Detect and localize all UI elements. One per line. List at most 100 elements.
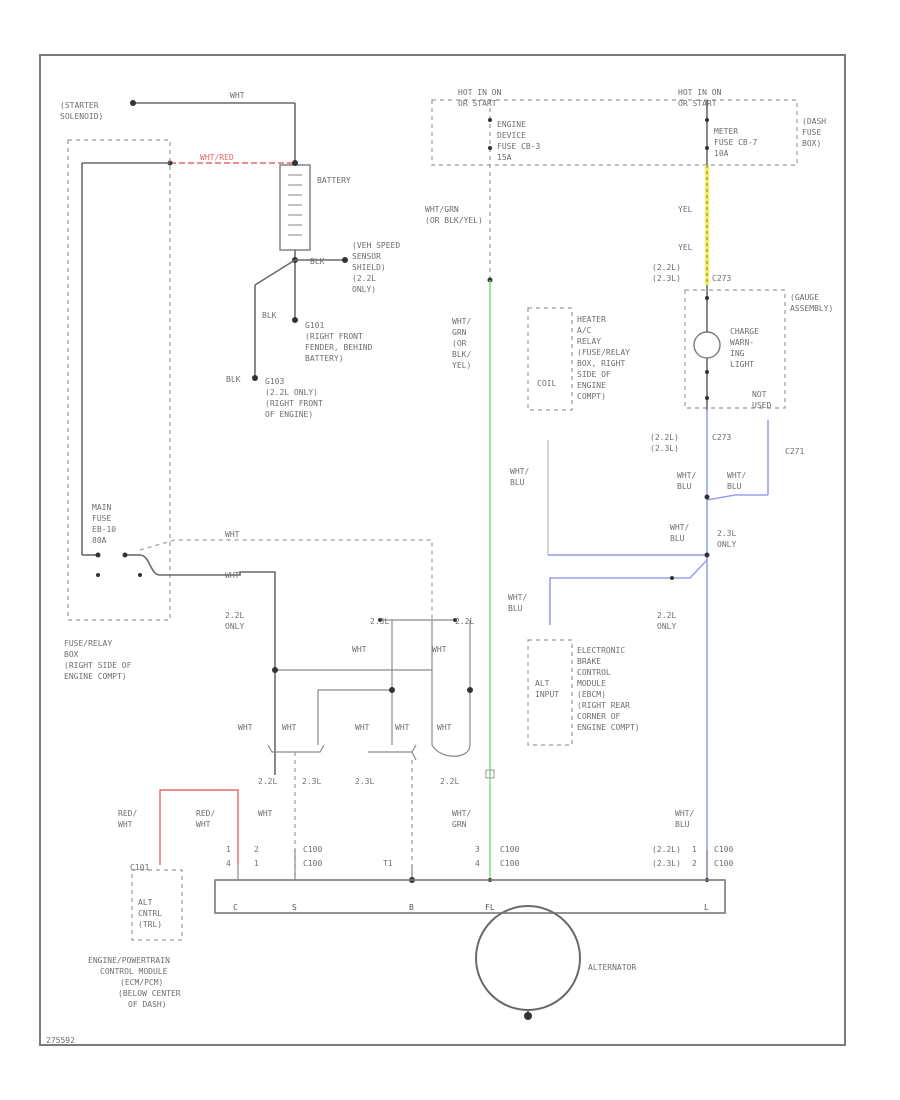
hot-in-on-left-2: OR START (458, 99, 497, 108)
l22-only-b: 2.2L (657, 611, 676, 620)
alt-input-label: ALT (535, 679, 550, 688)
ebcm-label: ELECTRONIC (577, 646, 625, 655)
heater-relay-label-6: SIDE OF (577, 370, 611, 379)
ecm-module (131, 789, 239, 941)
wht-grn-blk-label: WHT/ (452, 317, 471, 326)
ecm-label: ENGINE/POWERTRAIN (88, 956, 170, 965)
wht-blu-f-2: BLU (675, 820, 690, 829)
wht-grn-blk-label-3: (OR (452, 339, 467, 348)
wht-row-5: WHT (437, 723, 452, 732)
g103-label-3: (RIGHT FRONT (265, 399, 323, 408)
veh-speed-sensor-label: (VEH SPEED (352, 241, 400, 250)
wht-blu-b: WHT/ (677, 471, 696, 480)
l22-d-label: 2.2L (258, 777, 277, 786)
alt-ctrl-label-3: (TRL) (138, 920, 162, 929)
fuse-relay-box-label: FUSE/RELAY (64, 639, 112, 648)
engine-device-fuse-2: DEVICE (497, 131, 526, 140)
l22-only-b-2: ONLY (657, 622, 676, 631)
wht-row-1: WHT (238, 723, 253, 732)
l22-a-label: (2.2L) (652, 263, 681, 272)
c100-d: C100 (500, 859, 519, 868)
wht-blu-d-2: BLU (670, 534, 685, 543)
charge-warn-label: CHARGE (730, 327, 759, 336)
ebcm-label-7: CORNER OF (577, 712, 621, 721)
coil-label: COIL (537, 379, 556, 388)
battery-symbol (279, 164, 311, 251)
ebcm-label-8: ENGINE COMPT) (577, 723, 640, 732)
l23-f-label: (2.3L) (652, 859, 681, 868)
wht-blu-c-2: BLU (727, 482, 742, 491)
pin-4: 4 (475, 859, 480, 868)
g101-label-4: BATTERY) (305, 354, 344, 363)
veh-speed-sensor-label-3: SHIELD) (352, 263, 386, 272)
wht-grn-b-2: GRN (452, 820, 467, 829)
heater-relay-label-8: COMPT) (577, 392, 606, 401)
ebcm-label-6: (RIGHT REAR (577, 701, 630, 710)
wht-red-label: WHT/RED (200, 153, 234, 162)
dash-fuse-box (431, 99, 798, 285)
ebcm-module (527, 639, 573, 746)
wht-grn-blk-label-4: BLK/ (452, 350, 471, 359)
wht-grn-label: WHT/GRN (425, 205, 459, 214)
ebcm-label-5: (EBCM) (577, 690, 606, 699)
terminal-l: L (704, 903, 709, 912)
l22-only-a-label-2: ONLY (225, 622, 244, 631)
l22-c-label: 2.2L (455, 617, 474, 626)
g103-label-4: OF ENGINE) (265, 410, 313, 419)
c100-a: C100 (303, 845, 322, 854)
pin-1c: 1 (226, 845, 231, 854)
starter-solenoid-label: (STARTER (60, 101, 99, 110)
fuse-relay-box-label-3: (RIGHT SIDE OF (64, 661, 132, 670)
wht-blu-f: WHT/ (675, 809, 694, 818)
red-wht-b: RED/ (196, 809, 215, 818)
c101-label: C101 (130, 863, 149, 872)
heater-relay-label-5: BOX, RIGHT (577, 359, 625, 368)
wht-blu-d: WHT/ (670, 523, 689, 532)
battery-label: BATTERY (317, 176, 351, 185)
ebcm-label-4: MODULE (577, 679, 606, 688)
wht-blu-b-2: BLU (677, 482, 692, 491)
c100-f: C100 (714, 859, 733, 868)
engine-device-fuse-4: 15A (497, 153, 512, 162)
blk-short-label: BLK (310, 257, 325, 266)
ebcm-label-3: CONTROL (577, 668, 611, 677)
l22-f-label: (2.2L) (652, 845, 681, 854)
red-wht-a: RED/ (118, 809, 137, 818)
alt-input-label-2: INPUT (535, 690, 559, 699)
wht-row-4: WHT (395, 723, 410, 732)
starter-solenoid-label-2: SOLENOID) (60, 112, 103, 121)
wht-blu-c: WHT/ (727, 471, 746, 480)
pin-2b: 2 (692, 859, 697, 868)
g101-label-3: FENDER, BEHIND (305, 343, 373, 352)
blk-g101-label: BLK (262, 311, 277, 320)
ecm-label-2: CONTROL MODULE (100, 967, 168, 976)
diagram-id: 275592 (46, 1036, 75, 1045)
heater-relay-label-3: RELAY (577, 337, 601, 346)
terminal-fl: FL (485, 903, 495, 912)
l23-a-label: (2.3L) (652, 274, 681, 283)
l23-b-label: (2.3L) (650, 444, 679, 453)
pin-4c: 4 (226, 859, 231, 868)
wht-blu-a-2: BLU (510, 478, 525, 487)
wht-grn-b: WHT/ (452, 809, 471, 818)
wht-c-label: WHT (352, 645, 367, 654)
heater-relay-label-4: (FUSE/RELAY (577, 348, 630, 357)
t1-label: T1 (383, 859, 393, 868)
main-fuse-label-3: EB-10 (92, 525, 116, 534)
heater-relay-label-7: ENGINE (577, 381, 606, 390)
pin-2: 2 (254, 845, 259, 854)
l22-only-a-label: 2.2L (225, 611, 244, 620)
l23-c-label: 2.3L (370, 617, 389, 626)
dash-fuse-box-label-3: BOX) (802, 139, 821, 148)
c273-mid-label: C273 (712, 433, 731, 442)
yel-1-label: YEL (678, 205, 693, 214)
heater-relay-label: HEATER (577, 315, 606, 324)
fuse-relay-box-label-4: ENGINE COMPT) (64, 672, 127, 681)
charge-warning-lamp (693, 331, 721, 359)
main-fuse-label: MAIN (92, 503, 111, 512)
hot-in-on-right-2: OR START (678, 99, 717, 108)
heater-relay-label-2: A/C (577, 326, 592, 335)
charge-warn-label-4: LIGHT (730, 360, 754, 369)
wht-e-label: WHT (258, 809, 273, 818)
fuse-relay-box (67, 139, 433, 775)
